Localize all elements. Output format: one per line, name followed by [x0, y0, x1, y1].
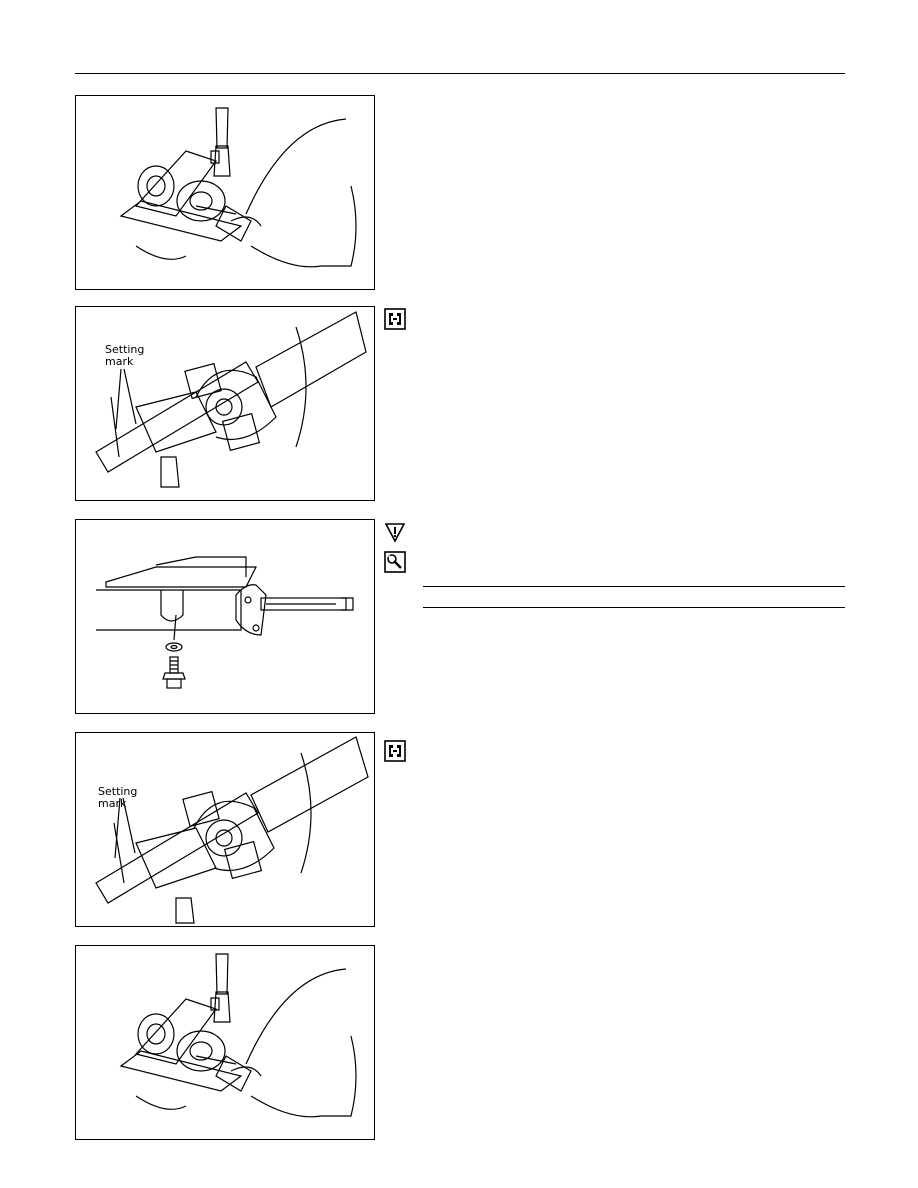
torque-wrench-icon — [384, 551, 406, 573]
universal-joint-setting-mark-illustration — [95, 311, 367, 488]
torque-table-bottom-rule — [423, 607, 845, 608]
steering-gear-wrench-illustration — [119, 107, 357, 268]
figure-4: Setting mark — [75, 732, 375, 927]
figure-1 — [75, 95, 375, 290]
reassembly-icon — [384, 308, 406, 330]
figure-2: Setting mark — [75, 306, 375, 501]
reassembly-icon — [384, 740, 406, 762]
universal-joint-setting-mark-illustration — [95, 736, 369, 924]
steering-gear-wrench-illustration — [119, 953, 357, 1118]
figure-3 — [75, 519, 375, 714]
setting-mark-label: Setting mark — [98, 785, 138, 810]
setting-mark-label: Setting mark — [105, 343, 145, 368]
torque-table-top-rule — [423, 586, 845, 587]
header-rule — [75, 73, 845, 74]
figure-5 — [75, 945, 375, 1140]
steering-column-bracket-bolt-illustration — [96, 556, 354, 689]
caution-icon — [384, 523, 406, 543]
